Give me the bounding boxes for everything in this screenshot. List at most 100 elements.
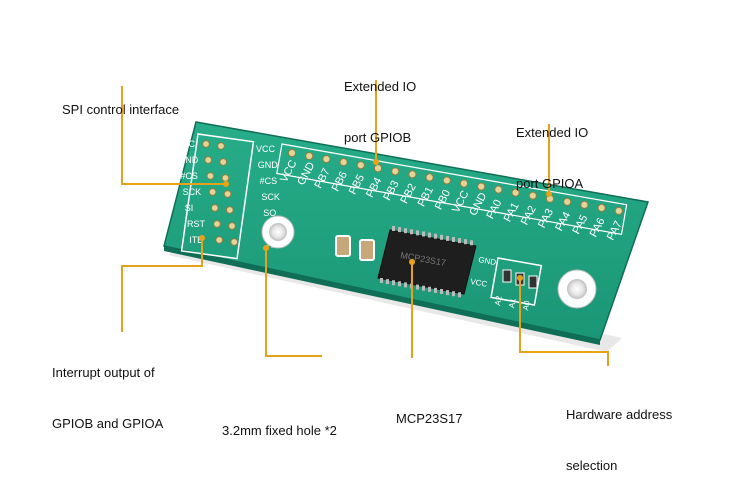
gpio-pin [459, 179, 469, 188]
chip-pin [416, 284, 419, 290]
label-spi-text: SPI control interface [62, 102, 180, 117]
gpio-pin [597, 203, 606, 212]
address-pin-label: A1 [507, 297, 518, 309]
spi-pin-label-outer: SI [185, 203, 194, 213]
gpio-pin [287, 148, 297, 158]
gpio-pin [373, 164, 383, 173]
chip-pin [398, 227, 401, 233]
spi-pin-label-inner: #CS [260, 176, 278, 186]
label-interrupt-line1: Interrupt output of [52, 365, 155, 380]
chip-pin [458, 238, 461, 244]
header-pin [225, 206, 234, 214]
header-pin [221, 174, 230, 182]
chip-pin [440, 289, 443, 294]
header-pin [230, 238, 239, 246]
chip-pin [470, 240, 473, 246]
label-gpioa-line1: Extended IO [516, 125, 589, 140]
chip-pin [428, 232, 431, 238]
chip-pin [380, 278, 383, 283]
mounting-hole-right [557, 269, 597, 309]
label-address-line2: selection [566, 458, 618, 473]
capacitors [335, 235, 375, 261]
leader-lines [121, 80, 609, 366]
chip-pin [446, 235, 449, 241]
chip-pin [392, 280, 395, 286]
chip-pin [410, 229, 413, 235]
label-interrupt-line2: GPIOB and GPIOA [52, 416, 164, 431]
gpio-header-box [276, 143, 628, 236]
gpio-pin [339, 158, 348, 167]
gpio-pin [494, 185, 503, 194]
label-interrupt: Interrupt output of GPIOB and GPIOA [52, 330, 163, 449]
spi-pin-label-inner: SCK [261, 192, 280, 202]
header-pin [223, 190, 232, 198]
chip-pin [452, 237, 455, 242]
mcp23s17-chip: MCP23S17 [377, 226, 477, 298]
chip-pin [458, 292, 461, 298]
chip-pin [398, 281, 401, 287]
chip-pin [428, 286, 431, 292]
gpio-pin [322, 155, 331, 164]
board-photo: VCCGND#CSSCKSIRSTITBVCCGND#CSSCKSORSTITA… [121, 80, 649, 366]
spi-pin-label-outer: RST [187, 219, 206, 229]
label-gpiob-line2: port GPIOB [344, 130, 412, 145]
label-gpiob: Extended IO port GPIOB [344, 44, 416, 163]
gpio-pin [614, 206, 623, 216]
label-fixed-hole: 3.2mm fixed hole *2 [222, 388, 337, 456]
spi-pin-label-outer: GND [178, 155, 199, 165]
header-pin [210, 204, 219, 212]
spi-pin-label-inner: SO [263, 208, 276, 218]
header-pin [228, 222, 236, 230]
address-vcc-label: VCC [470, 277, 488, 289]
gpio-pin [511, 188, 520, 197]
spi-pin-label-outer: #CS [180, 171, 198, 181]
gpio-pin [442, 176, 451, 185]
chip-pin [404, 228, 407, 234]
label-fixed-hole-text: 3.2mm fixed hole *2 [222, 423, 337, 438]
header-pin [213, 220, 221, 228]
gpio-pin [356, 161, 365, 170]
chip-pin [416, 230, 419, 236]
spi-pin-label-outer: VCC [176, 139, 196, 149]
spi-pin-label-outer: ITB [189, 235, 203, 245]
gpio-pin [528, 191, 537, 200]
label-chip: MCP23S17 [396, 376, 462, 444]
label-chip-text: MCP23S17 [396, 411, 463, 426]
header-pin [202, 140, 210, 148]
gpio-pin [580, 200, 589, 209]
header-pin [208, 188, 217, 196]
pcb-edge [164, 246, 600, 345]
spi-pin-label-outer: SCK [183, 187, 202, 197]
label-gpiob-line1: Extended IO [344, 79, 417, 94]
header-pin [206, 172, 215, 180]
label-gpioa-line2: port GPIOA [516, 176, 584, 191]
gpio-pin [563, 197, 572, 206]
mounting-hole-left [261, 215, 295, 249]
header-pin [217, 142, 225, 150]
leader-address [519, 278, 609, 366]
chip-pin [404, 282, 407, 288]
address-gnd-label: GND [478, 255, 497, 267]
spi-pin-label-inner: GND [258, 160, 279, 170]
chip-pin [434, 233, 437, 239]
chip-pin [446, 290, 449, 296]
leader-spi [121, 86, 226, 185]
chip-pin [422, 231, 425, 237]
spi-header-box [180, 133, 255, 260]
label-address-line1: Hardware address [566, 407, 673, 422]
gpio-pin [391, 167, 400, 176]
chip-pin [386, 279, 389, 285]
gpio-pin [477, 182, 486, 191]
header-pin [215, 236, 224, 244]
leader-dots [199, 159, 552, 281]
address-pin-label: A2 [493, 295, 504, 307]
header-pin [204, 156, 213, 164]
spi-pin-label-inner: VCC [256, 144, 276, 154]
gpio-pin [305, 151, 314, 161]
chip-pin [392, 226, 395, 231]
leader-interrupt [121, 238, 203, 332]
chip-pin [464, 239, 467, 245]
gpio-pin [425, 173, 434, 182]
label-gpioa: Extended IO port GPIOA [516, 90, 588, 209]
